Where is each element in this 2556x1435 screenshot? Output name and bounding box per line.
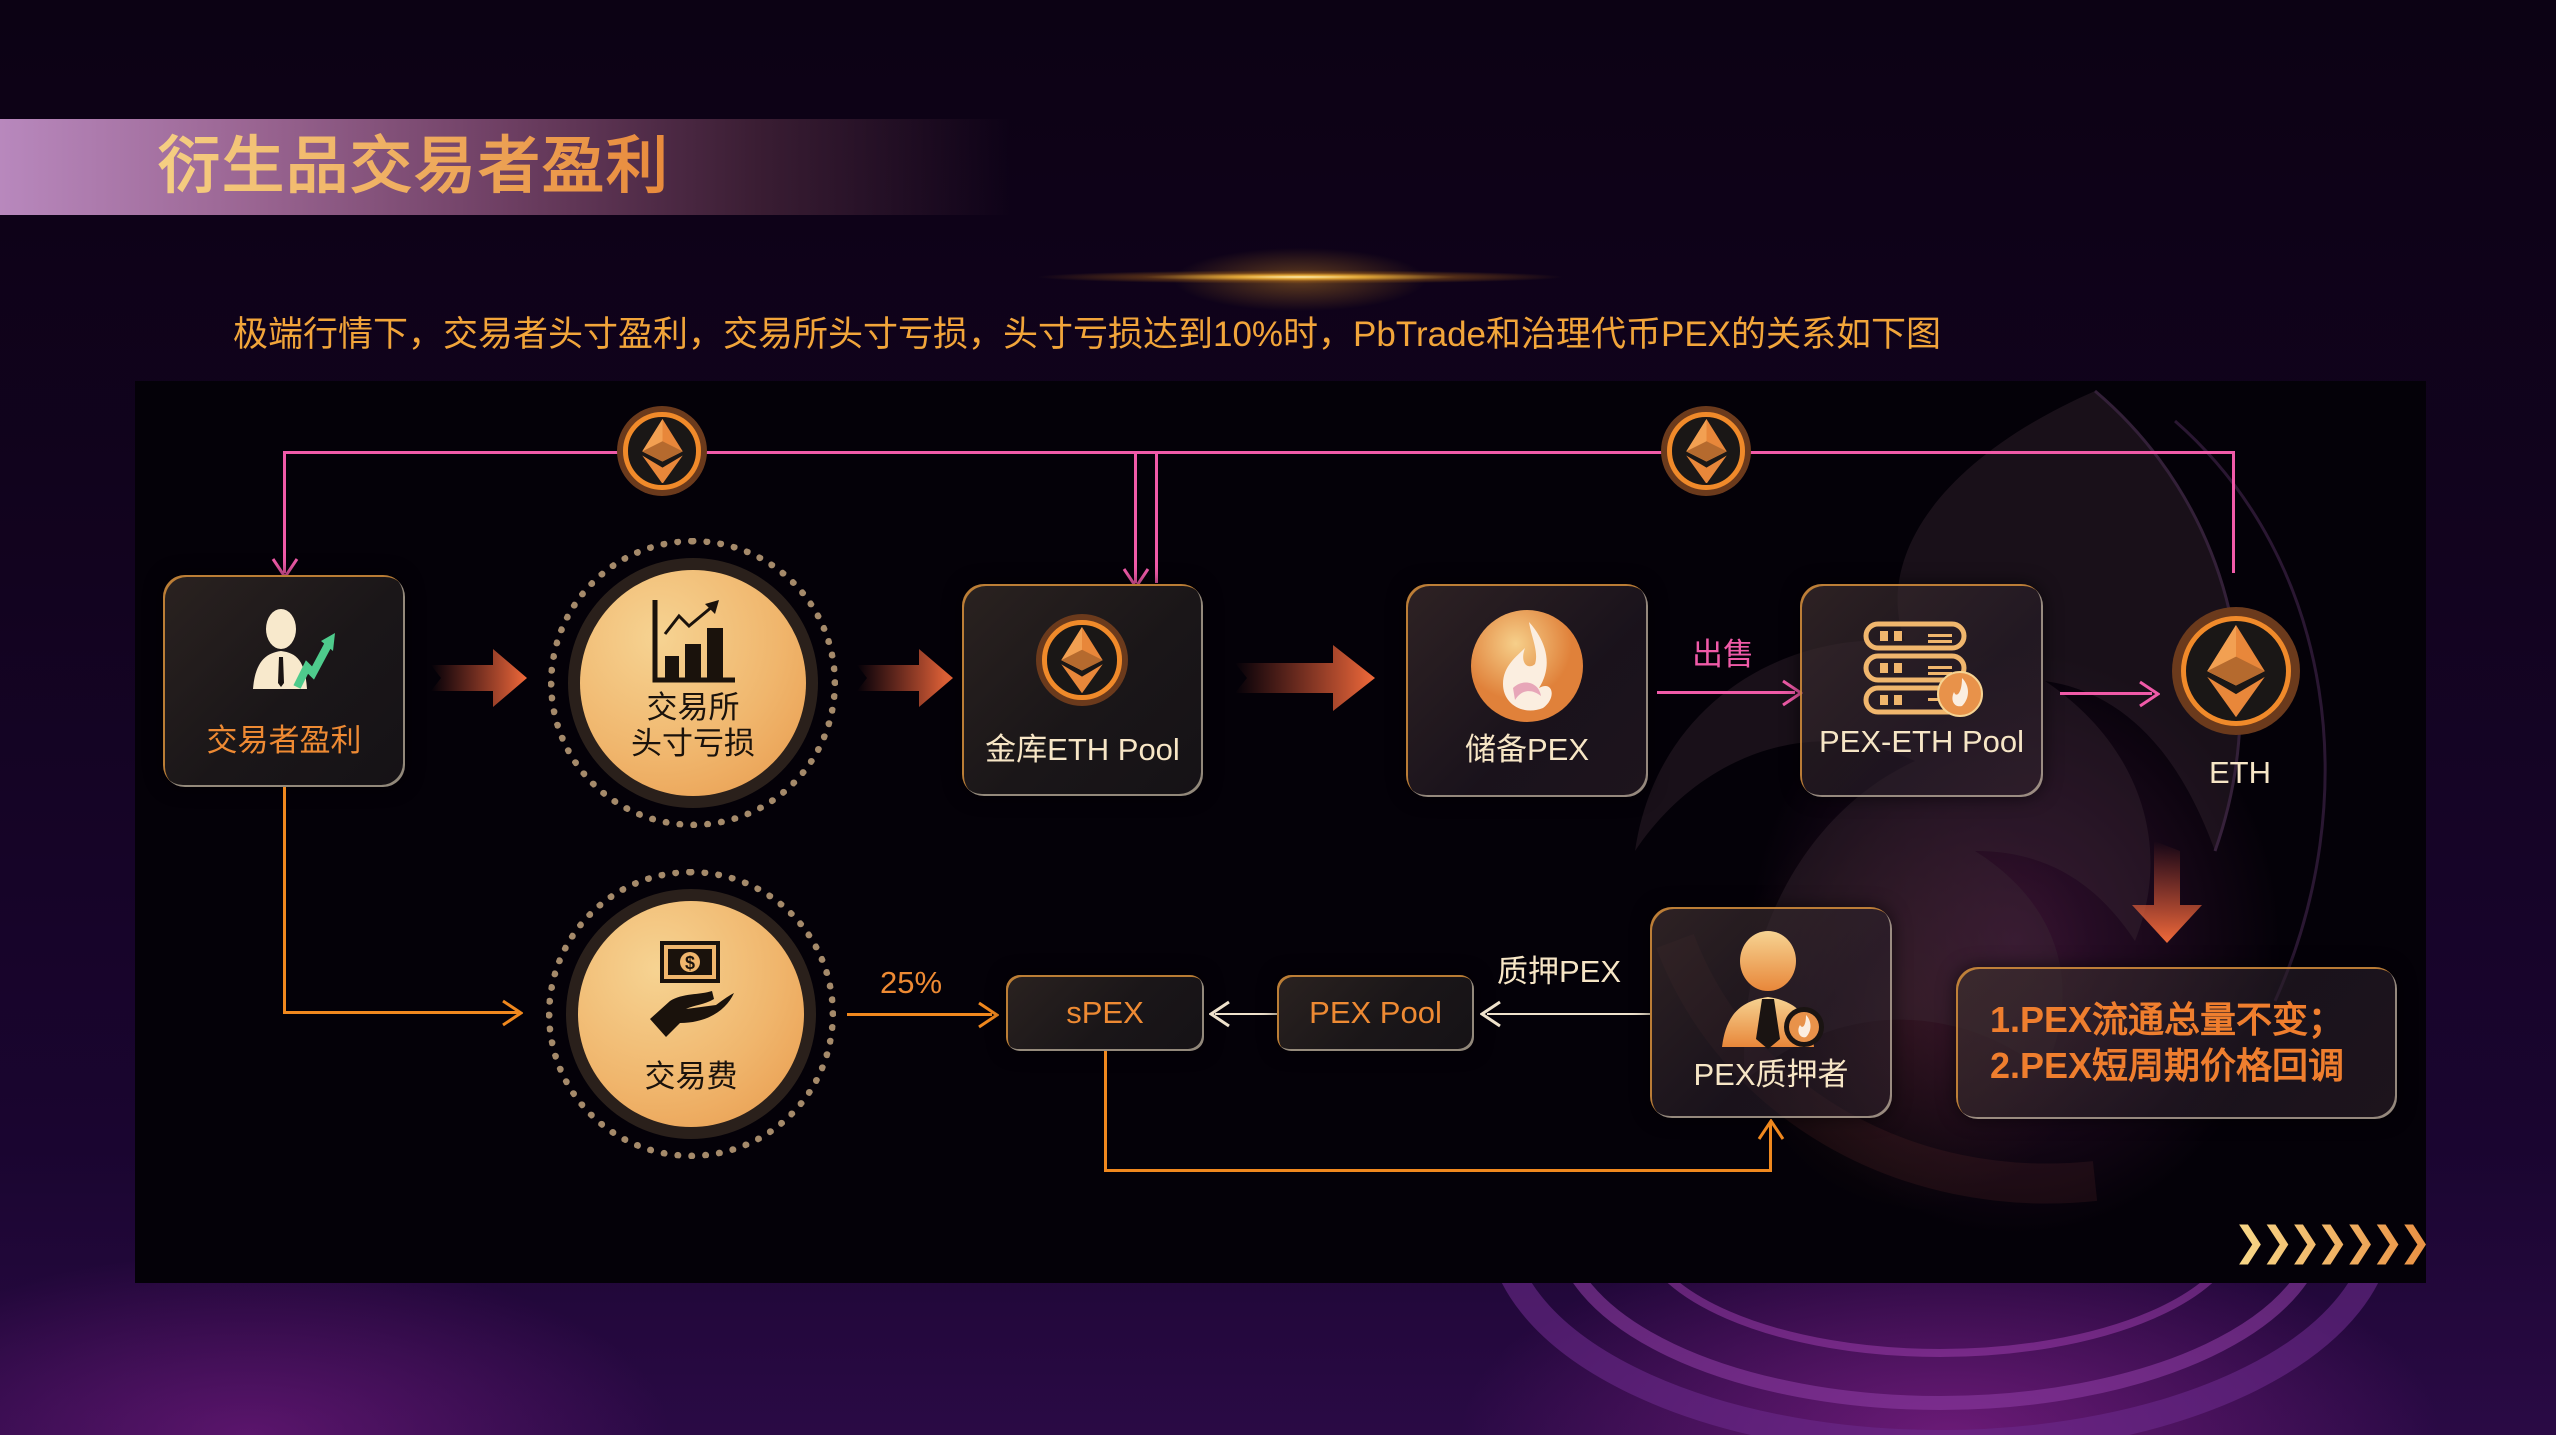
result-line-1: 1.PEX流通总量不变；: [1990, 999, 2345, 1040]
node-label: 储备PEX: [1464, 732, 1590, 767]
node-pex-pool[interactable]: PEX Pool: [1277, 975, 1474, 1051]
server-stack-icon: [1863, 621, 1983, 717]
node-label: 交易所: [646, 690, 740, 725]
node-trader-profit[interactable]: 交易者盈利: [163, 575, 405, 787]
connector-line: [2060, 692, 2152, 695]
node-label: 交易费: [644, 1059, 738, 1094]
money-hand-icon: $: [650, 941, 734, 1037]
flow-arrow-right-icon: [431, 649, 527, 707]
phoenix-watermark-icon: [1635, 389, 2327, 1204]
connector-line: [1104, 1169, 1772, 1172]
node-label: 金库ETH Pool: [985, 732, 1180, 767]
arrowhead-right-icon: [502, 999, 523, 1027]
pex-phoenix-icon: [1471, 610, 1583, 722]
node-eth[interactable]: [2172, 607, 2300, 735]
chevrons-decoration: ❯❯❯❯❯❯❯❯: [2233, 1219, 2426, 1265]
connector-line: [283, 451, 1158, 454]
diagram-panel: 交易者盈利 交易所 头寸亏损 金库ETH Poo: [135, 381, 2426, 1283]
connector-line: [1657, 691, 1795, 694]
svg-text:$: $: [685, 953, 695, 973]
tech-ring-decoration: [1502, 1283, 2378, 1435]
connector-line: [1487, 1013, 1650, 1015]
connector-line: [1134, 451, 1137, 583]
node-pex-eth-pool[interactable]: PEX-ETH Pool: [1800, 584, 2043, 797]
node-pex-staker[interactable]: PEX质押者: [1650, 907, 1892, 1118]
connector-line: [847, 1013, 992, 1016]
flow-arrow-right-icon: [1235, 645, 1375, 711]
arrowhead-up-icon: [1757, 1119, 1785, 1140]
ethereum-coin-icon: [1661, 406, 1751, 496]
edge-label-sell: 出售: [1692, 637, 1754, 672]
edge-label-fee-share: 25%: [880, 965, 943, 1000]
ethereum-coin-icon: [617, 406, 707, 496]
connector-line: [283, 1011, 518, 1014]
node-treasury-eth-pool[interactable]: 金库ETH Pool: [962, 584, 1203, 796]
glow-line: [950, 268, 1650, 286]
connector-line: [1104, 1051, 1107, 1171]
arrowhead-left-icon: [1480, 1000, 1501, 1028]
result-line-2: 2.PEX短周期价格回调: [1990, 1045, 2345, 1086]
node-label: 头寸亏损: [631, 726, 755, 761]
node-eth-label: ETH: [2209, 755, 2271, 790]
edge-label-stake: 质押PEX: [1497, 954, 1622, 989]
trader-profit-icon: [253, 609, 335, 689]
flow-arrow-right-icon: [857, 649, 953, 707]
node-spex[interactable]: sPEX: [1006, 975, 1204, 1051]
arrowhead-right-icon: [978, 1001, 999, 1029]
node-label: sPEX: [1066, 995, 1144, 1030]
ethereum-icon: [1036, 614, 1128, 706]
result-box: 1.PEX流通总量不变； 2.PEX短周期价格回调: [1956, 967, 2397, 1119]
result-text: 1.PEX流通总量不变； 2.PEX短周期价格回调: [1990, 997, 2344, 1089]
node-trade-fee[interactable]: $ 交易费: [546, 869, 836, 1159]
node-label: PEX-ETH Pool: [1818, 724, 2024, 759]
connector-line: [1155, 451, 1158, 583]
bar-chart-growth-icon: [652, 600, 735, 683]
node-reserve-pex[interactable]: 储备PEX: [1406, 584, 1648, 797]
node-label: 交易者盈利: [206, 723, 362, 758]
arrowhead-left-icon: [1209, 1000, 1230, 1028]
background-glow: [1535, 381, 2426, 1283]
slide-subtitle: 极端行情下，交易者头寸盈利，交易所头寸亏损，头寸亏损达到10%时，PbTrade…: [233, 315, 1942, 354]
flow-arrow-down-icon: [2132, 841, 2202, 943]
title-band: [0, 119, 1010, 215]
connector-line: [1769, 1123, 1772, 1172]
connector-line: [2232, 451, 2235, 573]
connector-line: [283, 787, 286, 1013]
staker-user-icon: [1722, 931, 1824, 1049]
node-label: PEX Pool: [1309, 995, 1442, 1030]
arrowhead-right-icon: [2139, 680, 2160, 708]
connector-line: [1215, 1013, 1277, 1015]
node-label: PEX质押者: [1693, 1057, 1849, 1092]
node-exchange-loss[interactable]: 交易所 头寸亏损: [548, 538, 838, 828]
connector-line: [283, 451, 286, 573]
slide-title: 衍生品交易者盈利: [158, 124, 670, 210]
